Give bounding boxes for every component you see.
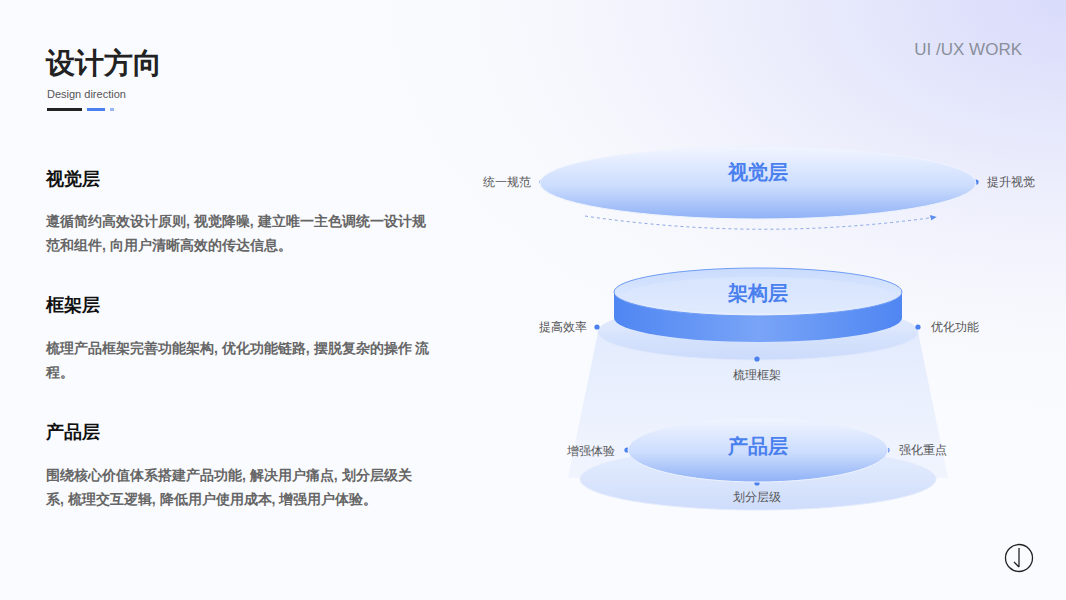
layer-shape <box>614 267 902 343</box>
callout-label: 增强体验 <box>567 443 615 460</box>
callout-label: 提高效率 <box>539 319 587 336</box>
section-body: 围绕核心价值体系搭建产品功能, 解决用户痛点, 划分层级关 系, 梳理交互逻辑,… <box>46 463 431 511</box>
section-heading: 产品层 <box>46 420 100 444</box>
layer-title: 视觉层 <box>728 159 788 186</box>
slide-title: 设计方向 <box>46 44 162 84</box>
layer-cylinder: 架构层 <box>614 267 902 343</box>
watermark: UI /UX WORK <box>914 40 1022 60</box>
section-heading: 视觉层 <box>46 167 100 191</box>
callout-label: 梳理框架 <box>733 367 781 384</box>
accent-bar <box>87 108 105 111</box>
scroll-icon <box>1006 545 1033 572</box>
callout-dots <box>539 179 978 485</box>
section-body: 梳理产品框架完善功能架构, 优化功能链路, 摆脱复杂的操作 流程。 <box>46 336 431 384</box>
callout-label: 提升视觉 <box>987 174 1035 191</box>
section-body: 遵循简约高效设计原则, 视觉降噪, 建立唯一主色调统一设计规 范和组件, 向用户… <box>46 209 431 257</box>
section-heading: 框架层 <box>46 293 100 317</box>
layer-title: 架构层 <box>728 280 788 307</box>
layer-disk: 产品层 <box>628 418 888 482</box>
callout-label: 强化重点 <box>899 442 947 459</box>
subtitle: Design direction <box>47 88 126 100</box>
callout-label: 统一规范 <box>483 174 531 191</box>
accent-dot <box>110 108 114 111</box>
layer-shape <box>540 147 976 219</box>
callout-label: 优化功能 <box>931 319 979 336</box>
layer-title: 产品层 <box>728 433 788 460</box>
accent-bar <box>47 108 82 111</box>
layer-disk: 视觉层 <box>540 147 976 219</box>
callout-label: 划分层级 <box>733 489 781 506</box>
